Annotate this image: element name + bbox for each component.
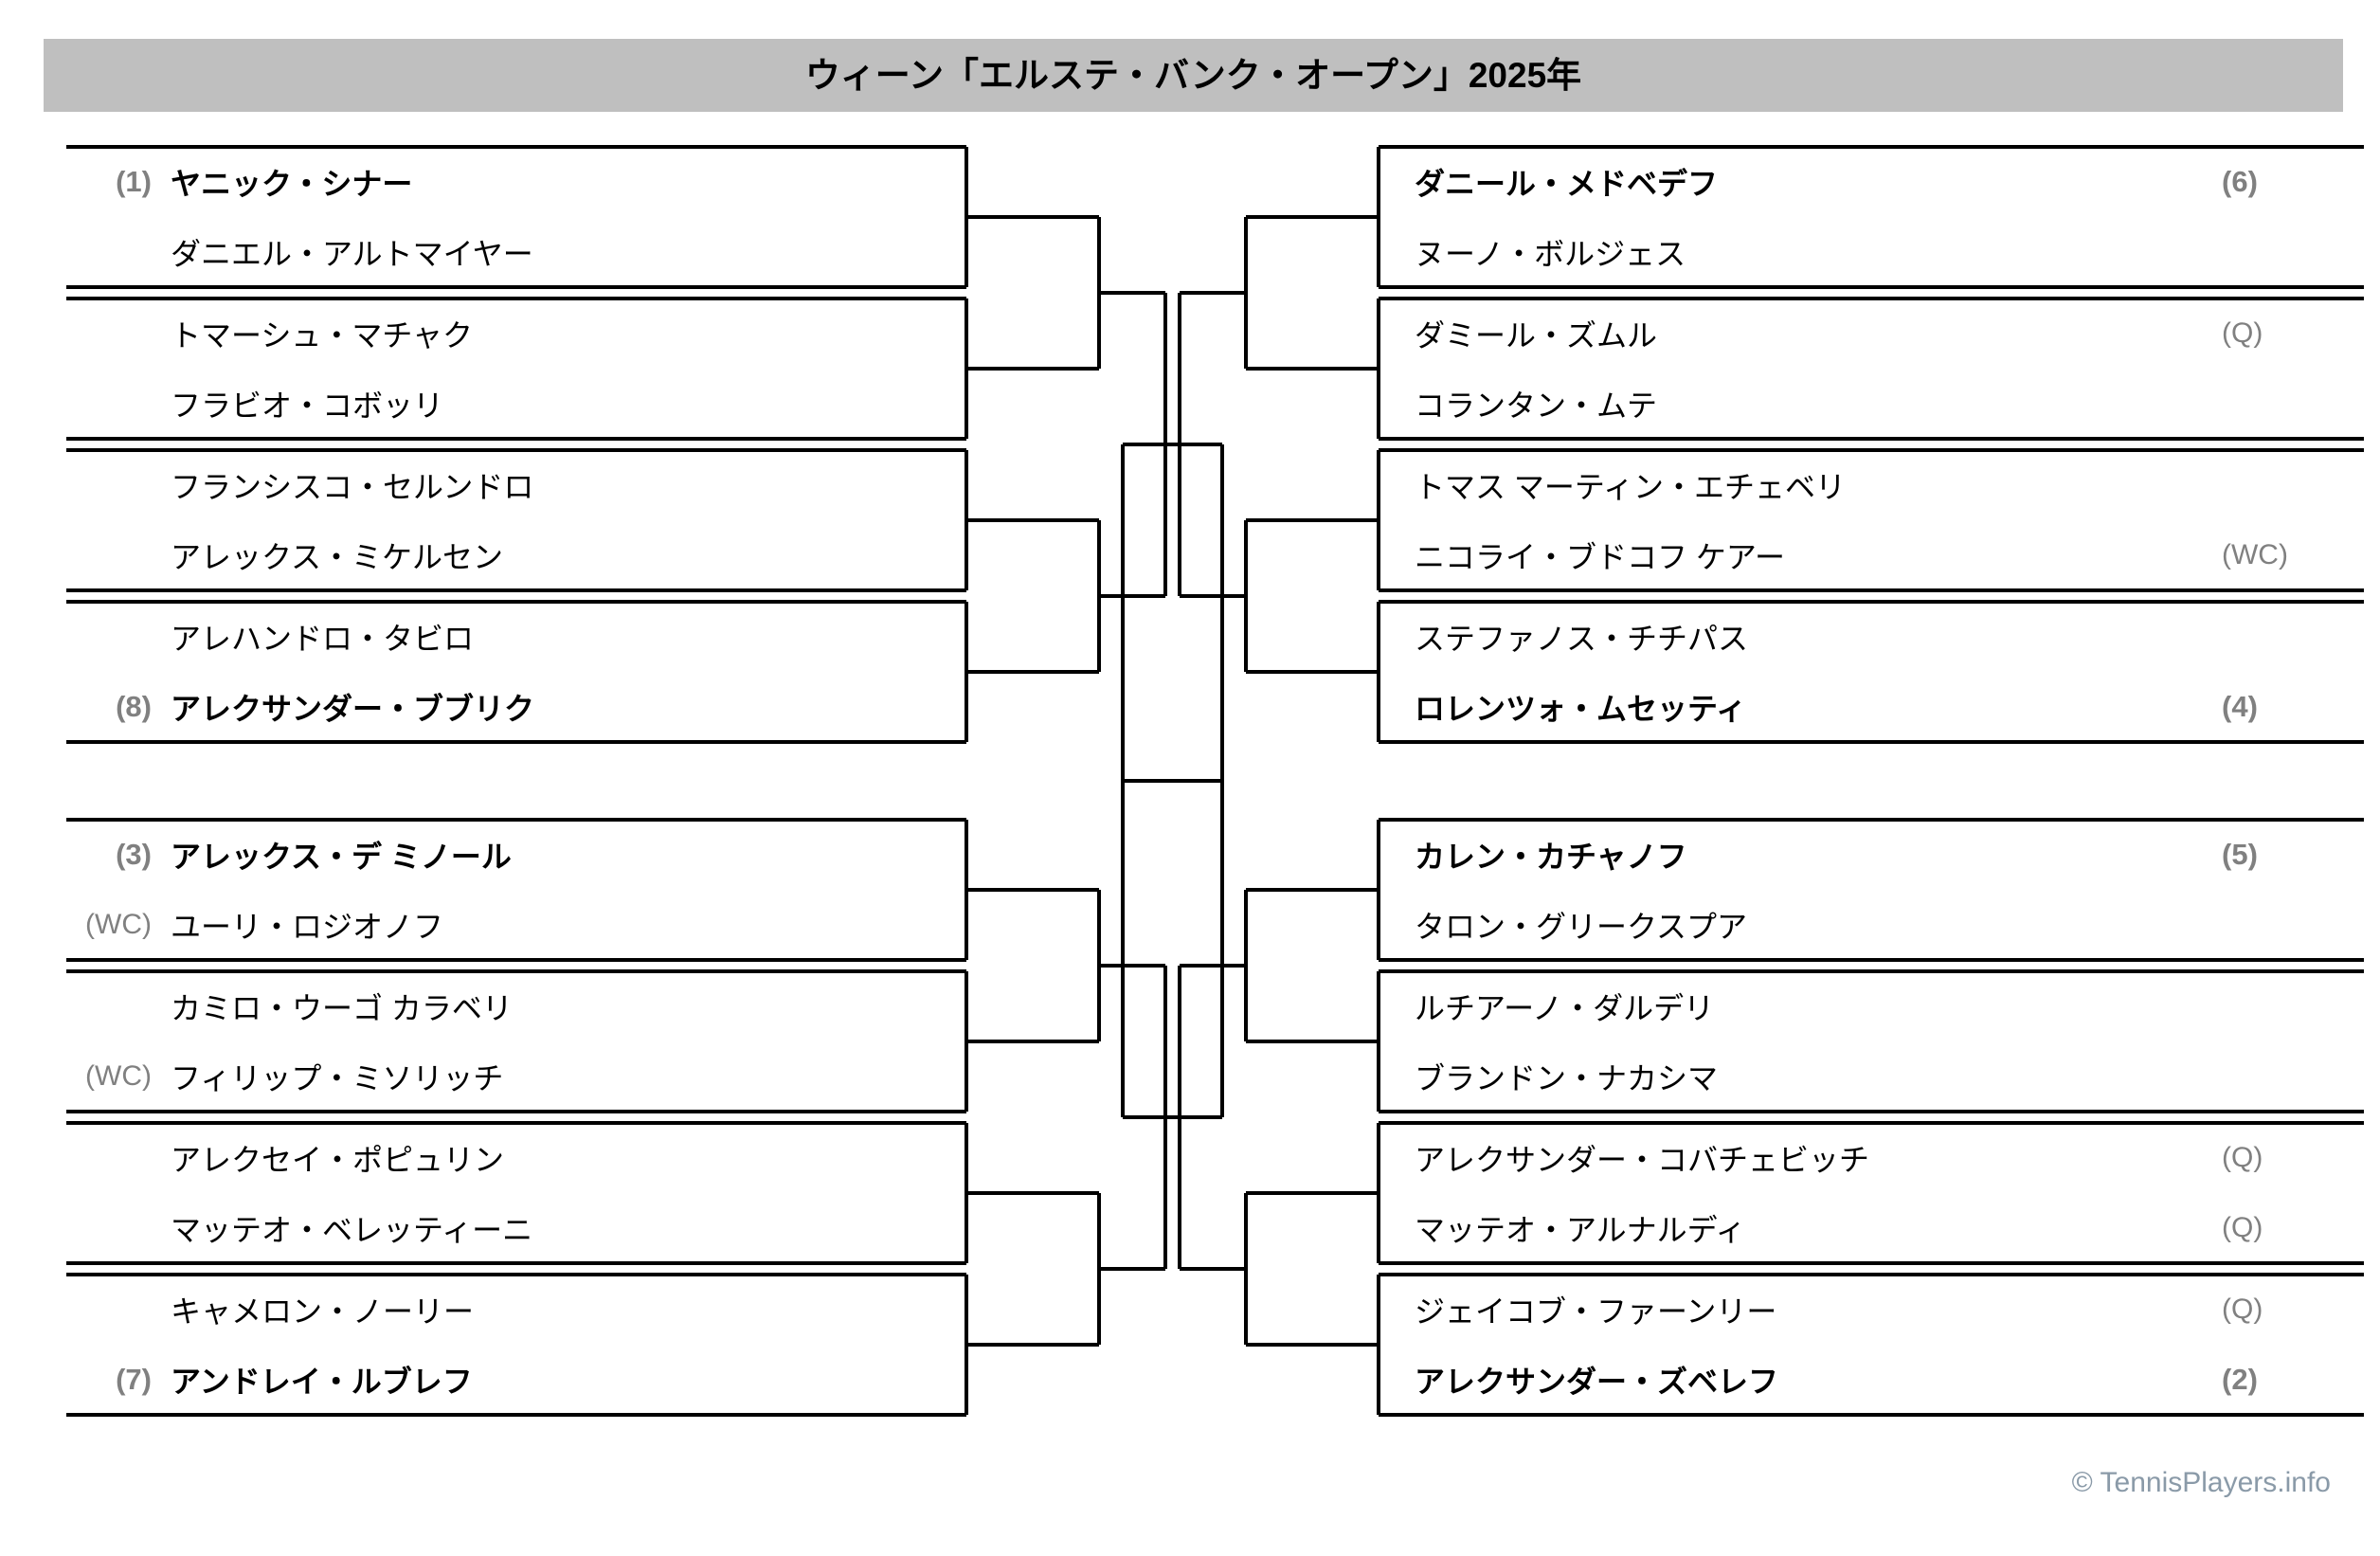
player-name: ステファノス・チチパス	[1415, 622, 1749, 656]
seed-label: (Q)	[2222, 1212, 2263, 1243]
match-box[interactable]: カミロ・ウーゴ カラベリ (WC) フィリップ・ミソリッチ	[66, 971, 966, 1112]
match-box[interactable]: トマーシュ・マチャク フラビオ・コボッリ	[66, 299, 966, 439]
player-name: アレクサンダー・ブブリク	[171, 692, 535, 726]
player-slot[interactable]: ヌーノ・ボルジェス	[1379, 217, 2364, 287]
player-slot[interactable]: (3) アレックス・デ ミノール	[66, 820, 966, 890]
match-box[interactable]: アレハンドロ・タビロ (8) アレクサンダー・ブブリク	[66, 602, 966, 742]
match-box[interactable]: (1) ヤニック・シナー ダニエル・アルトマイヤー	[66, 147, 966, 287]
player-name: ルチアーノ・ダルデリ	[1415, 991, 1715, 1025]
match-box[interactable]: ジェイコブ・ファーンリー (Q) アレクサンダー・ズベレフ (2)	[1379, 1275, 2364, 1415]
player-slot[interactable]: ステファノス・チチパス	[1379, 602, 2364, 672]
player-name: ロレンツォ・ムセッティ	[1415, 692, 1747, 726]
player-slot[interactable]: アレックス・ミケルセン	[66, 520, 966, 590]
player-slot[interactable]: アレクサンダー・ズベレフ (2)	[1379, 1345, 2364, 1415]
player-slot[interactable]: (WC) フィリップ・ミソリッチ	[66, 1041, 966, 1112]
player-slot[interactable]: キャメロン・ノーリー	[66, 1275, 966, 1345]
player-name: フィリップ・ミソリッチ	[171, 1061, 504, 1095]
player-name: ブランドン・ナカシマ	[1415, 1061, 1719, 1095]
seed-label: (Q)	[2222, 1294, 2263, 1325]
seed-label: (WC)	[85, 1060, 152, 1092]
player-slot[interactable]: フラビオ・コボッリ	[66, 369, 966, 439]
player-slot[interactable]: ブランドン・ナカシマ	[1379, 1041, 2364, 1112]
player-slot[interactable]: コランタン・ムテ	[1379, 369, 2364, 439]
match-box[interactable]: アレクセイ・ポピュリン マッテオ・ベレッティーニ	[66, 1123, 966, 1263]
player-slot[interactable]: タロン・グリークスプア	[1379, 890, 2364, 960]
player-name: アレクサンダー・コバチェビッチ	[1415, 1143, 1870, 1177]
seed-label: (6)	[2222, 165, 2258, 198]
player-name: コランタン・ムテ	[1415, 389, 1658, 423]
player-name: トマス マーティン・エチェベリ	[1415, 470, 1846, 504]
match-box[interactable]: キャメロン・ノーリー (7) アンドレイ・ルブレフ	[66, 1275, 966, 1415]
seed-label: (7)	[116, 1363, 152, 1396]
page-title: ウィーン「エルステ・バンク・オープン」2025年	[804, 56, 1582, 95]
seed-label: (Q)	[2222, 317, 2263, 349]
match-box[interactable]: (3) アレックス・デ ミノール (WC) ユーリ・ロジオノフ	[66, 820, 966, 960]
seed-label: (2)	[2222, 1363, 2258, 1396]
seed-label: (WC)	[2222, 539, 2288, 570]
match-box[interactable]: ステファノス・チチパス ロレンツォ・ムセッティ (4)	[1379, 602, 2364, 742]
seed-label: (4)	[2222, 690, 2258, 723]
player-name: ユーリ・ロジオノフ	[171, 910, 444, 944]
seed-label: (8)	[116, 690, 152, 723]
match-box[interactable]: カレン・カチャノフ (5) タロン・グリークスプア	[1379, 820, 2364, 960]
match-box[interactable]: ダミール・ズムル (Q) コランタン・ムテ	[1379, 299, 2364, 439]
player-slot[interactable]: カレン・カチャノフ (5)	[1379, 820, 2364, 890]
player-slot[interactable]: アレクサンダー・コバチェビッチ (Q)	[1379, 1123, 2364, 1193]
player-slot[interactable]: (1) ヤニック・シナー	[66, 147, 966, 217]
match-box[interactable]: フランシスコ・セルンドロ アレックス・ミケルセン	[66, 450, 966, 590]
player-name: トマーシュ・マチャク	[171, 318, 474, 353]
match-box[interactable]: アレクサンダー・コバチェビッチ (Q) マッテオ・アルナルディ (Q)	[1379, 1123, 2364, 1263]
player-name: タロン・グリークスプア	[1415, 910, 1748, 944]
tournament-title-bar: ウィーン「エルステ・バンク・オープン」2025年	[44, 39, 2343, 112]
seed-label: (Q)	[2222, 1142, 2263, 1173]
player-slot[interactable]: (8) アレクサンダー・ブブリク	[66, 672, 966, 742]
player-slot[interactable]: ジェイコブ・ファーンリー (Q)	[1379, 1275, 2364, 1345]
seed-label: (5)	[2222, 838, 2258, 871]
player-slot[interactable]: ニコライ・ブドコフ ケアー (WC)	[1379, 520, 2364, 590]
player-name: アレックス・ミケルセン	[171, 540, 504, 574]
player-name: アレクサンダー・ズベレフ	[1415, 1365, 1779, 1399]
player-name: フラビオ・コボッリ	[171, 389, 444, 423]
player-slot[interactable]: トマス マーティン・エチェベリ	[1379, 450, 2364, 520]
player-name: マッテオ・ベレッティーニ	[171, 1213, 533, 1247]
seed-label: (3)	[116, 838, 152, 871]
player-slot[interactable]: アレハンドロ・タビロ	[66, 602, 966, 672]
seed-label: (WC)	[85, 909, 152, 940]
match-box[interactable]: トマス マーティン・エチェベリ ニコライ・ブドコフ ケアー (WC)	[1379, 450, 2364, 590]
match-box[interactable]: ルチアーノ・ダルデリ ブランドン・ナカシマ	[1379, 971, 2364, 1112]
player-name: カレン・カチャノフ	[1415, 840, 1687, 874]
player-slot[interactable]: フランシスコ・セルンドロ	[66, 450, 966, 520]
player-name: ダミール・ズムル	[1415, 318, 1658, 353]
player-name: アンドレイ・ルブレフ	[171, 1365, 473, 1399]
player-name: ヤニック・シナー	[171, 167, 413, 201]
player-name: アレハンドロ・タビロ	[171, 622, 475, 656]
player-name: キャメロン・ノーリー	[171, 1294, 475, 1329]
seed-label: (1)	[116, 165, 152, 198]
player-slot[interactable]: マッテオ・アルナルディ (Q)	[1379, 1193, 2364, 1263]
player-slot[interactable]: トマーシュ・マチャク	[66, 299, 966, 369]
player-name: マッテオ・アルナルディ	[1415, 1213, 1746, 1247]
player-slot[interactable]: ダニール・メドベデフ (6)	[1379, 147, 2364, 217]
match-box[interactable]: ダニール・メドベデフ (6) ヌーノ・ボルジェス	[1379, 147, 2364, 287]
player-name: アレックス・デ ミノール	[171, 840, 512, 874]
player-name: ヌーノ・ボルジェス	[1415, 237, 1686, 271]
player-name: ダニール・メドベデフ	[1415, 167, 1719, 201]
player-slot[interactable]: (WC) ユーリ・ロジオノフ	[66, 890, 966, 960]
player-name: ダニエル・アルトマイヤー	[171, 237, 533, 271]
player-name: ジェイコブ・ファーンリー	[1415, 1294, 1777, 1329]
player-name: カミロ・ウーゴ カラベリ	[171, 991, 513, 1025]
player-slot[interactable]: ダミール・ズムル (Q)	[1379, 299, 2364, 369]
player-name: アレクセイ・ポピュリン	[171, 1143, 505, 1177]
player-slot[interactable]: マッテオ・ベレッティーニ	[66, 1193, 966, 1263]
player-slot[interactable]: (7) アンドレイ・ルブレフ	[66, 1345, 966, 1415]
player-slot[interactable]: ダニエル・アルトマイヤー	[66, 217, 966, 287]
player-slot[interactable]: カミロ・ウーゴ カラベリ	[66, 971, 966, 1041]
player-slot[interactable]: ルチアーノ・ダルデリ	[1379, 971, 2364, 1041]
player-name: フランシスコ・セルンドロ	[171, 470, 534, 504]
player-slot[interactable]: ロレンツォ・ムセッティ (4)	[1379, 672, 2364, 742]
copyright-notice: © TennisPlayers.info	[2071, 1467, 2331, 1498]
player-name: ニコライ・ブドコフ ケアー	[1415, 540, 1785, 574]
player-slot[interactable]: アレクセイ・ポピュリン	[66, 1123, 966, 1193]
